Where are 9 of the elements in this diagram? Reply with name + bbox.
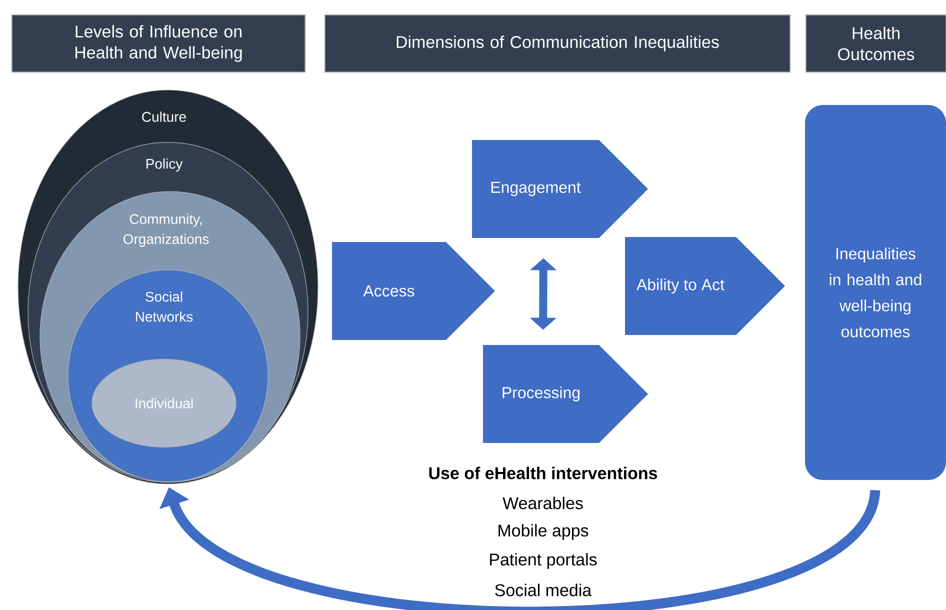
header-bar: Levels of Influence on Health and Well-being xyxy=(12,14,306,72)
list-item: Wearables xyxy=(502,496,583,510)
list-item: Patient portals xyxy=(490,553,597,569)
header-bar: Dimensions of Communication Inequalities xyxy=(324,14,790,72)
list-item: Mobile apps xyxy=(498,524,588,540)
list-item: Social media xyxy=(495,584,592,596)
header-bar: Health Outcomes xyxy=(806,14,946,72)
caption-heading: Use of eHealth interventions xyxy=(429,466,658,480)
outcome-box: Inequalities in health and well-being outcomes xyxy=(805,105,946,480)
